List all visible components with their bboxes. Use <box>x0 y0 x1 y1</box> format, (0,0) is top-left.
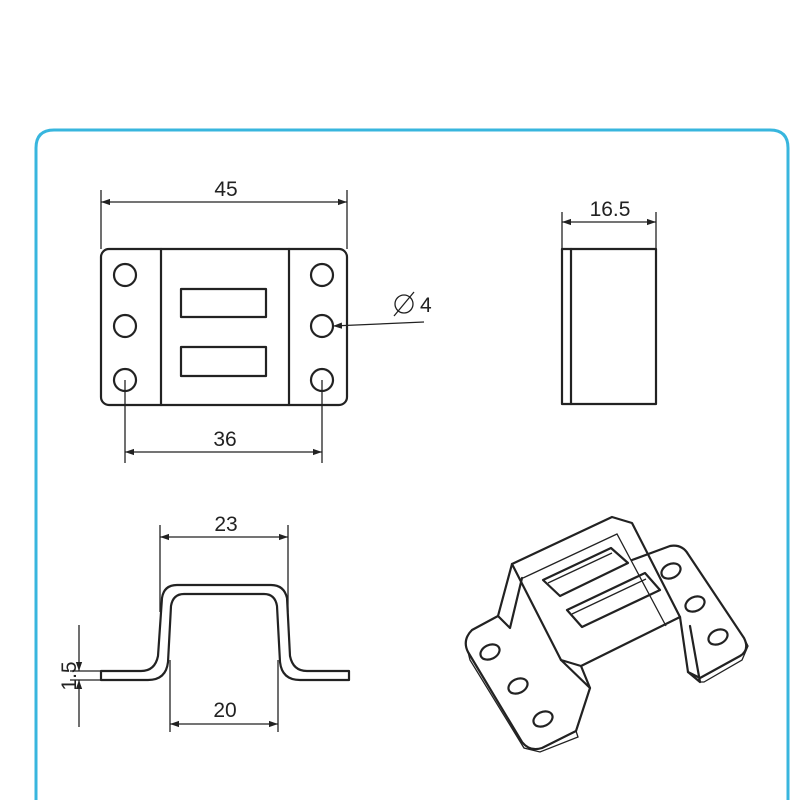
hole <box>707 628 729 646</box>
isometric-view <box>464 515 749 753</box>
front-view: 23 20 1.5 <box>58 513 351 732</box>
top-view: 45 36 4 <box>99 178 432 463</box>
iso-right-wall <box>678 615 702 684</box>
slot-upper <box>179 287 268 319</box>
slot-lower <box>179 345 268 378</box>
profile-outer <box>99 583 351 682</box>
hole <box>309 262 335 288</box>
leader-hole-diameter <box>332 321 425 329</box>
dim-depth: 16.5 <box>590 198 631 221</box>
hole <box>660 562 682 580</box>
side-view: 16.5 <box>560 198 658 406</box>
dim-hole-spacing: 36 <box>213 428 236 451</box>
plate-outline <box>99 247 349 407</box>
hole <box>507 677 529 695</box>
diameter-icon <box>393 291 415 317</box>
dim-outer-width: 23 <box>214 513 237 536</box>
hole <box>684 595 706 613</box>
iso-slot-upper <box>541 546 630 598</box>
hole <box>532 710 554 728</box>
iso-slot-lower <box>565 571 662 629</box>
drawing-frame <box>34 128 790 800</box>
iso-left-wall <box>496 562 524 630</box>
hole <box>309 313 335 339</box>
iso-left-flange <box>464 614 592 751</box>
hole <box>112 313 138 339</box>
hole <box>479 643 501 661</box>
hole <box>112 262 138 288</box>
dim-thickness: 1.5 <box>58 661 81 690</box>
side-outline <box>560 247 658 406</box>
dim-hole-diameter: 4 <box>420 294 432 317</box>
dim-inner-width: 20 <box>213 699 236 722</box>
dim-overall-width: 45 <box>214 178 237 201</box>
